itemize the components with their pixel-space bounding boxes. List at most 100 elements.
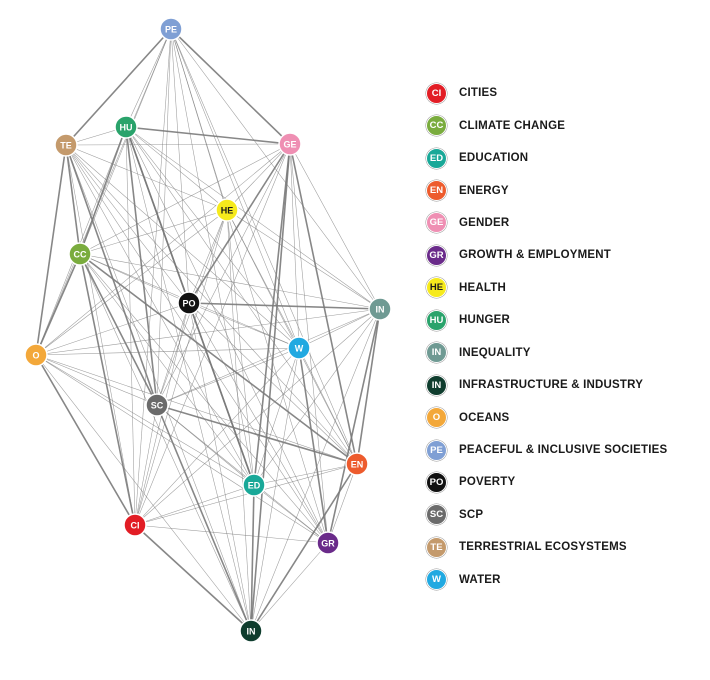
edge-strong-ge-ed bbox=[253, 143, 291, 486]
node-cc: CC bbox=[68, 242, 92, 266]
edge-strong-o-ci bbox=[35, 354, 136, 526]
legend-dot: HE bbox=[426, 277, 447, 299]
edge-weak-po-en bbox=[188, 302, 358, 465]
edge-weak-en-ci bbox=[134, 463, 358, 526]
legend-dot: PE bbox=[426, 439, 447, 461]
node-label: PE bbox=[165, 24, 177, 34]
edge-weak-hu-gr bbox=[125, 126, 329, 544]
node-label: IN bbox=[376, 304, 385, 314]
node-label: GR bbox=[321, 538, 335, 548]
edge-weak-en-gr bbox=[327, 463, 358, 544]
edge-weak-he-po bbox=[188, 209, 228, 304]
edge-weak-hu-w bbox=[125, 126, 300, 349]
edge-strong-ge-en bbox=[289, 143, 358, 465]
edges-layer bbox=[35, 28, 381, 632]
legend-dot: EN bbox=[426, 180, 447, 202]
edge-weak-pe-in_eq bbox=[170, 28, 381, 310]
edge-strong-hu-ge bbox=[125, 126, 291, 145]
legend-dot: ED bbox=[426, 147, 447, 169]
edge-weak-pe-en bbox=[170, 28, 358, 465]
edge-weak-pe-o bbox=[35, 28, 172, 356]
node-label: O bbox=[32, 350, 39, 360]
node-label: HU bbox=[120, 122, 133, 132]
node-te: TE bbox=[54, 133, 78, 157]
node-po: PO bbox=[177, 291, 201, 315]
edge-weak-ge-in_eq bbox=[289, 143, 381, 310]
node-label: SC bbox=[151, 400, 164, 410]
edge-strong-cc-sc bbox=[79, 253, 158, 406]
edge-weak-o-in_ind bbox=[35, 354, 252, 632]
node-circle bbox=[54, 133, 78, 157]
legend-dot: PO bbox=[426, 471, 447, 493]
legend-dot: W bbox=[426, 569, 447, 591]
edge-strong-ge-po bbox=[188, 143, 291, 304]
edge-weak-sc-ci bbox=[134, 404, 158, 526]
legend-dot: GE bbox=[426, 212, 447, 234]
node-label: EN bbox=[351, 459, 364, 469]
edge-weak-pe-gr bbox=[170, 28, 329, 544]
edge-weak-w-in_ind bbox=[250, 347, 300, 632]
edge-strong-te-cc bbox=[65, 144, 81, 255]
legend-dot: CI bbox=[426, 82, 447, 104]
node-circle bbox=[242, 473, 266, 497]
edge-weak-cc-ed bbox=[79, 253, 255, 486]
node-circle bbox=[177, 291, 201, 315]
edge-weak-ge-w bbox=[289, 143, 300, 349]
edge-strong-po-ed bbox=[188, 302, 255, 486]
node-circle bbox=[316, 531, 340, 555]
edge-weak-te-ci bbox=[65, 144, 136, 526]
edge-weak-hu-o bbox=[35, 126, 127, 356]
edge-weak-pe-cc bbox=[79, 28, 172, 255]
edge-strong-en-in_eq bbox=[356, 308, 381, 465]
legend-label: INEQUALITY bbox=[459, 346, 531, 359]
edge-weak-hu-in_ind bbox=[125, 126, 252, 632]
edge-weak-te-he bbox=[65, 144, 228, 211]
edge-strong-ge-in_ind bbox=[250, 143, 291, 632]
edge-strong-hu-po bbox=[125, 126, 190, 304]
edge-weak-he-ed bbox=[226, 209, 255, 486]
edge-weak-ed-gr bbox=[253, 484, 329, 544]
edge-weak-w-sc bbox=[156, 347, 300, 406]
edge-weak-te-in_ind bbox=[65, 144, 252, 632]
edge-weak-po-w bbox=[188, 302, 300, 349]
node-circle bbox=[287, 336, 311, 360]
node-label: ED bbox=[248, 480, 261, 490]
edge-weak-he-cc bbox=[79, 209, 228, 255]
edge-weak-o-en bbox=[35, 354, 358, 465]
edge-weak-ge-o bbox=[35, 143, 291, 356]
node-circle bbox=[68, 242, 92, 266]
edge-strong-gr-in_eq bbox=[327, 308, 381, 544]
edge-weak-in_eq-ci bbox=[134, 308, 381, 526]
edge-weak-pe-sc bbox=[156, 28, 172, 406]
legend-dot: HU bbox=[426, 309, 447, 331]
legend-label: OCEANS bbox=[459, 411, 510, 424]
edge-weak-pe-hu bbox=[125, 28, 172, 128]
legend-dot: SC bbox=[426, 504, 447, 526]
node-he: HE bbox=[215, 198, 239, 222]
node-label: W bbox=[295, 343, 304, 353]
edge-weak-he-o bbox=[35, 209, 228, 356]
legend-label: GENDER bbox=[459, 216, 510, 229]
edge-weak-hu-in_eq bbox=[125, 126, 381, 310]
legend-label: POVERTY bbox=[459, 476, 516, 489]
legend-dot: IN bbox=[426, 342, 447, 364]
legend-label: ENERGY bbox=[459, 184, 509, 197]
node-label: CC bbox=[74, 249, 87, 259]
node-gr: GR bbox=[316, 531, 340, 555]
edge-weak-in_eq-w bbox=[298, 308, 381, 349]
edge-weak-po-in_ind bbox=[188, 302, 252, 632]
edge-weak-o-ed bbox=[35, 354, 255, 486]
edge-weak-cc-in_ind bbox=[79, 253, 252, 632]
legend-item-po: PO POVERTY bbox=[426, 466, 667, 498]
node-circle bbox=[145, 393, 169, 417]
edge-weak-in_eq-ed bbox=[253, 308, 381, 486]
edge-weak-en-ed bbox=[253, 463, 358, 486]
edge-weak-o-gr bbox=[35, 354, 329, 544]
